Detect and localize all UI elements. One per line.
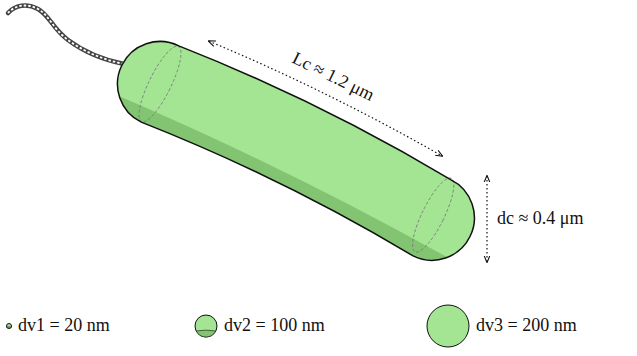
legend-sample — [196, 305, 469, 347]
legend-text: dv3 = 200 nm — [476, 316, 577, 336]
legend-text: dv2 = 100 nm — [224, 316, 325, 336]
legend-sample — [7, 324, 12, 329]
legend-samples — [7, 305, 470, 347]
diameter-dimension — [486, 176, 487, 262]
legend-sample — [7, 315, 217, 337]
flagellum — [8, 6, 124, 64]
bacterium-cell — [89, 5, 512, 297]
legend-text: dv1 = 20 nm — [18, 316, 110, 336]
diameter-label: dc ≈ 0.4 μm — [497, 209, 584, 229]
length-label: Lc ≈ 1.2 μm — [289, 48, 377, 105]
length-dimension — [209, 38, 444, 156]
